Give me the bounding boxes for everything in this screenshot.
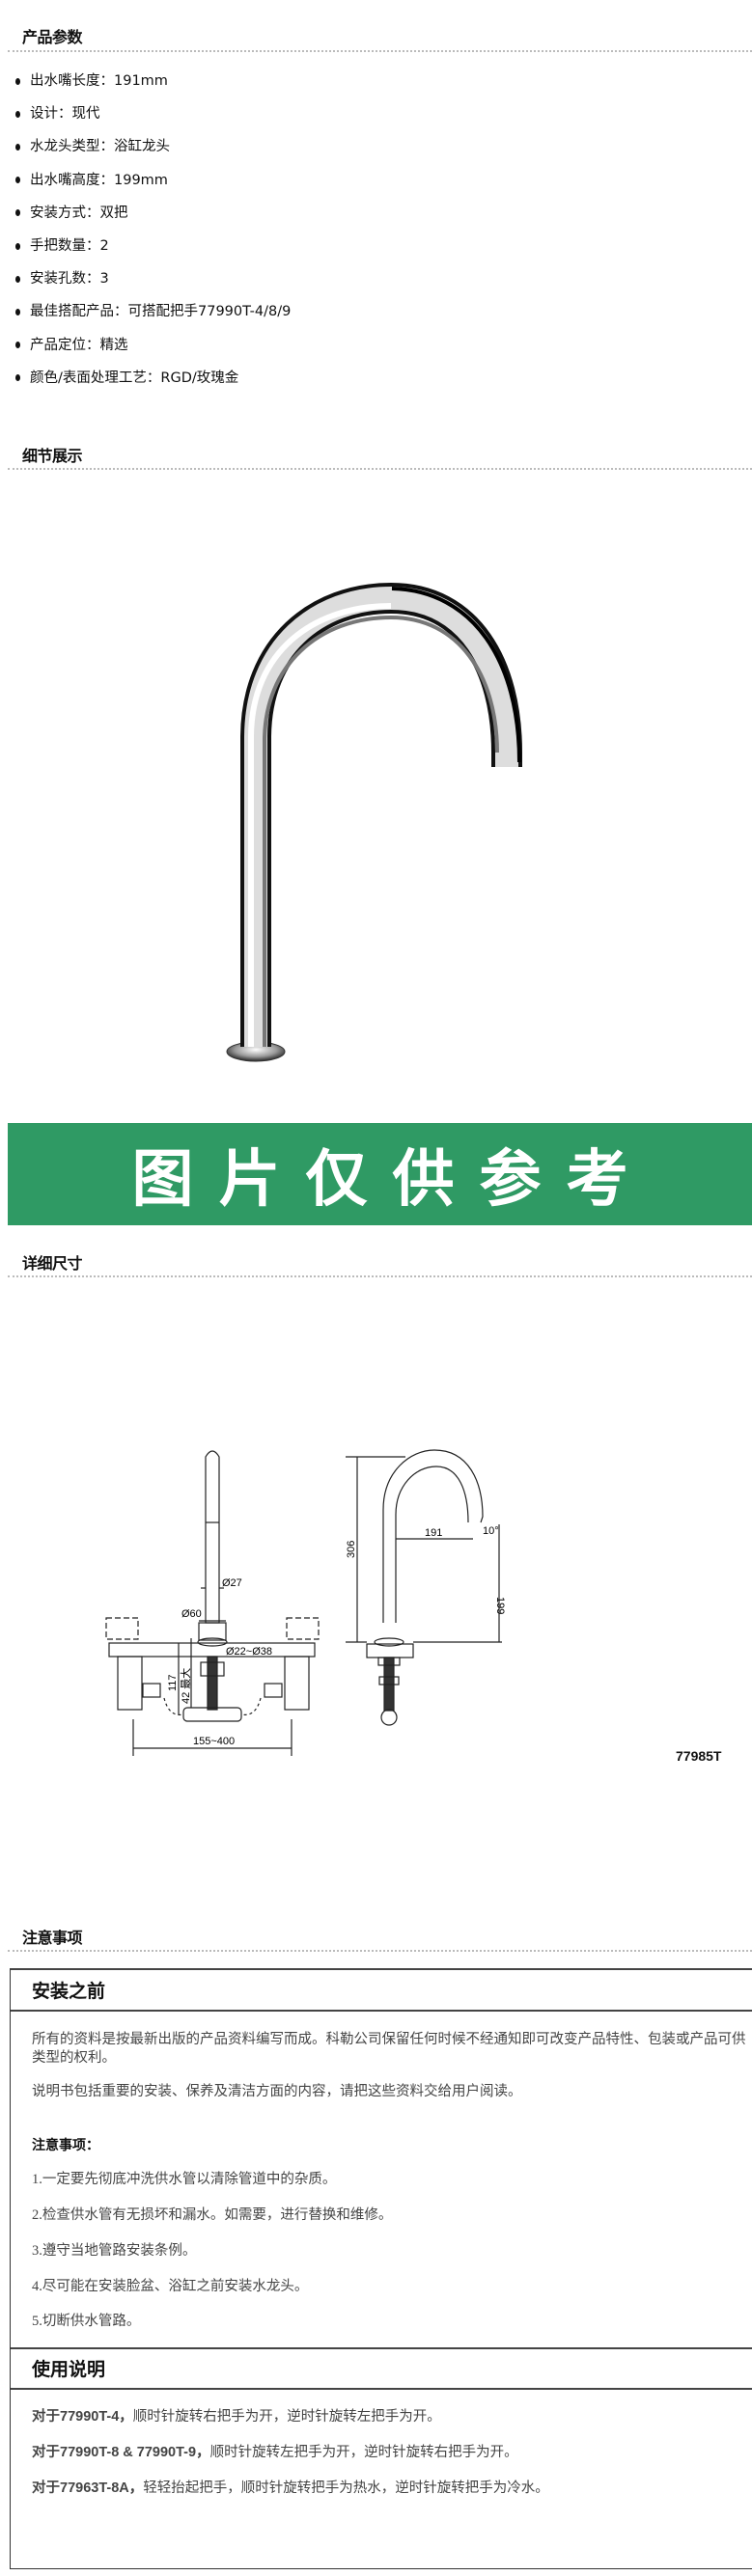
note-item: 2.检查供水管有无损坏和漏水。如需要，进行替换和维修。 (32, 2207, 393, 2223)
dim-199: 199 (494, 1597, 506, 1614)
dim-span: 155~400 (193, 1736, 235, 1747)
usage-item: 对于77990T-4，顺时针旋转右把手为开，逆时针旋转左把手为开。 (32, 2409, 441, 2425)
spec-item: 安装孔数：3 (15, 265, 291, 298)
section-title-dimensions: 详细尺寸 (22, 1254, 83, 1273)
divider (8, 468, 752, 470)
divider (8, 1950, 752, 1952)
usage-item: 对于77990T-8 & 77990T-9，顺时针旋转左把手为开，逆时针旋转右把… (32, 2445, 518, 2460)
model-number: 77985T (676, 1748, 722, 1764)
dimension-drawing: Ø27 Ø60 Ø22~Ø38 117 42 最大 155~400 306 19… (105, 1449, 506, 1756)
section-title-notes: 注意事项 (22, 1929, 83, 1947)
divider (8, 50, 752, 52)
spec-item: 产品定位：精选 (15, 332, 291, 365)
note-item: 3.遵守当地管路安装条例。 (32, 2243, 197, 2259)
usage-item: 对于77963T-8A，轻轻抬起把手，顺时针旋转把手为热水，逆时针旋转把手为冷水… (32, 2480, 549, 2496)
divider (11, 2388, 752, 2390)
dim-d60: Ø60 (181, 1608, 202, 1620)
note-item: 5.切断供水管路。 (32, 2314, 141, 2329)
section-title-detail: 细节展示 (22, 447, 83, 465)
before-install-para-1: 所有的资料是按最新出版的产品资料编写而成。科勒公司保留任何时候不经通知即可改变产… (32, 2032, 746, 2066)
before-install-title: 安装之前 (32, 1981, 106, 2002)
dim-191: 191 (425, 1527, 442, 1539)
faucet-photo (226, 582, 522, 1062)
usage-title: 使用说明 (32, 2359, 106, 2380)
spec-item: 颜色/表面处理工艺：RGD/玫瑰金 (15, 365, 291, 397)
dim-angle: 10° (483, 1525, 499, 1537)
instructions-box: 安装之前 所有的资料是按最新出版的产品资料编写而成。科勒公司保留任何时候不经通知… (10, 1968, 752, 2569)
divider (8, 1275, 752, 1277)
dim-d22-38: Ø22~Ø38 (226, 1646, 272, 1658)
before-install-para-2: 说明书包括重要的安装、保养及清洁方面的内容，请把这些资料交给用户阅读。 (32, 2084, 522, 2099)
divider (11, 2010, 752, 2012)
dim-306: 306 (346, 1541, 357, 1558)
note-item: 4.尽可能在安装脸盆、浴缸之前安装水龙头。 (32, 2279, 309, 2294)
notes-subtitle: 注意事项： (32, 2138, 99, 2153)
spec-item: 设计：现代 (15, 100, 291, 133)
reference-only-banner: 图片仅供参考 (8, 1123, 752, 1225)
spec-list: 出水嘴长度：191mm 设计：现代 水龙头类型：浴缸龙头 出水嘴高度：199mm… (15, 68, 291, 397)
spec-item: 出水嘴长度：191mm (15, 68, 291, 100)
note-item: 1.一定要先彻底冲洗供水管以清除管道中的杂质。 (32, 2172, 337, 2187)
dim-d27: Ø27 (222, 1577, 242, 1589)
spec-item: 出水嘴高度：199mm (15, 167, 291, 200)
spec-item: 最佳搭配产品：可搭配把手77990T-4/8/9 (15, 298, 291, 331)
spec-item: 安装方式：双把 (15, 200, 291, 233)
dim-max42: 42 最大 (179, 1668, 192, 1704)
spec-item: 水龙头类型：浴缸龙头 (15, 133, 291, 166)
section-title-params: 产品参数 (22, 28, 83, 46)
spec-item: 手把数量：2 (15, 233, 291, 265)
dim-117: 117 (167, 1674, 179, 1691)
divider (11, 2347, 752, 2349)
